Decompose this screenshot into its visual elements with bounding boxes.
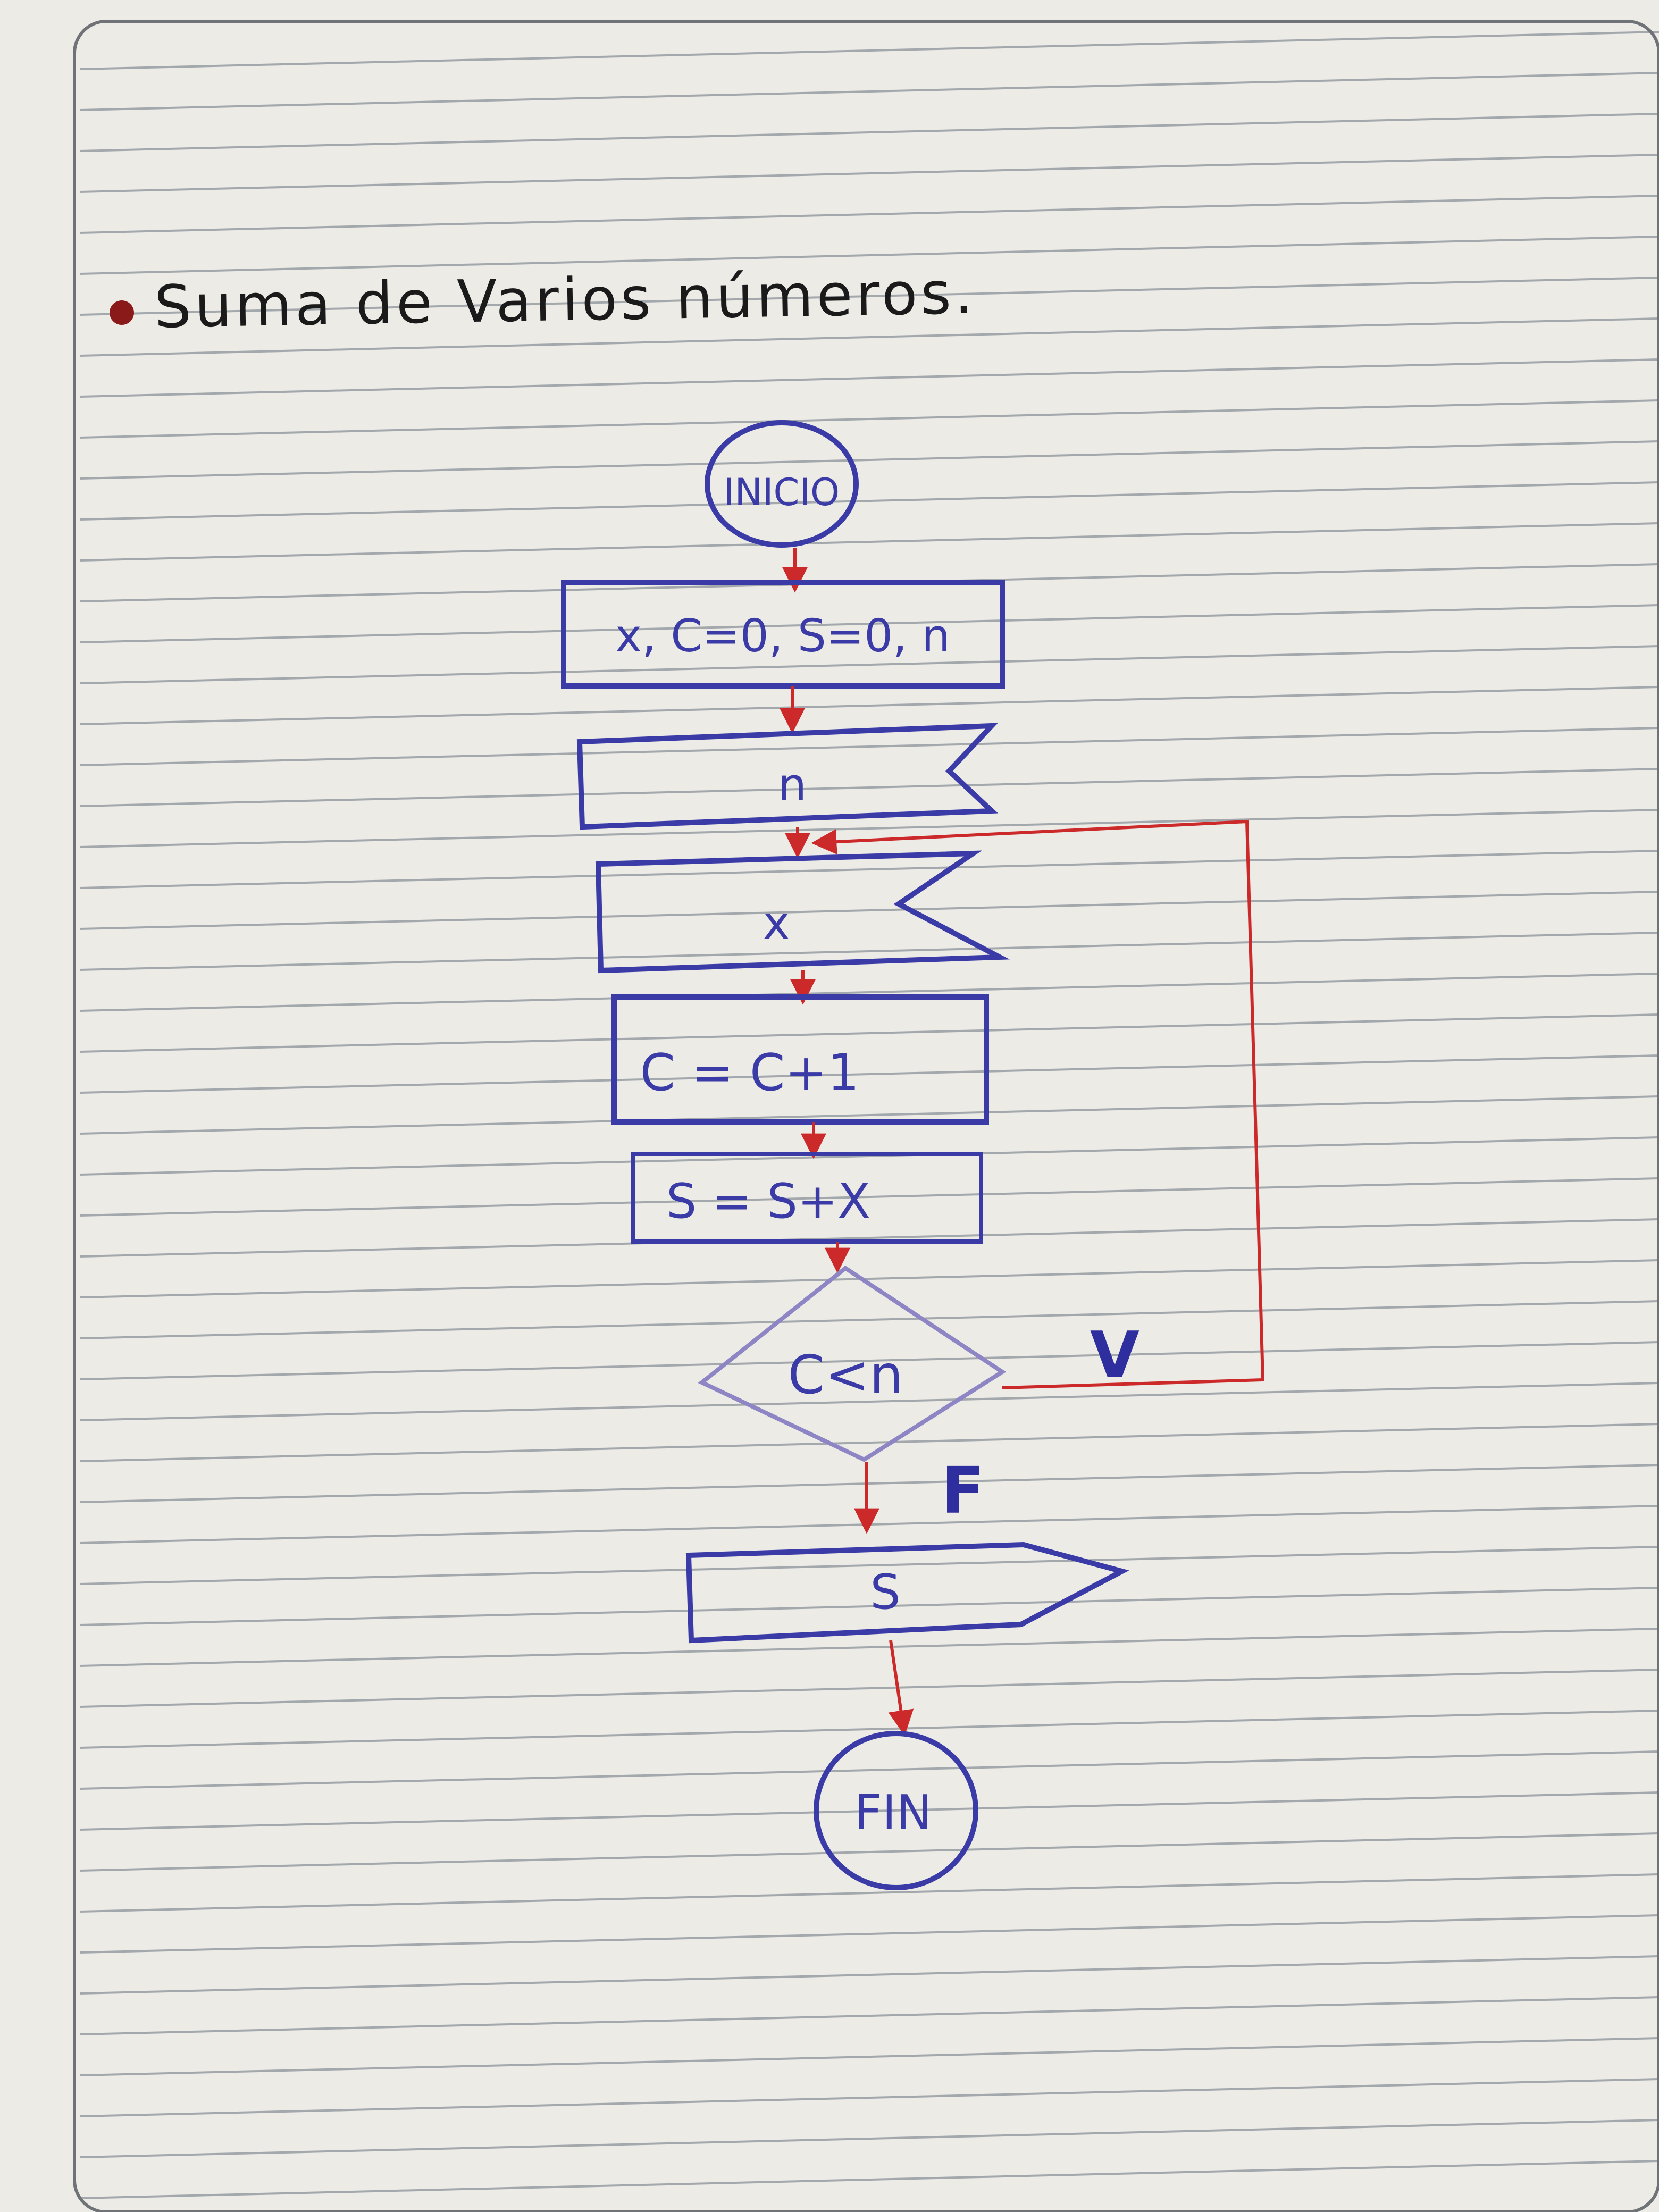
ruled-line [79,1177,1659,1217]
ruled-line [79,850,1659,889]
end-node: FIN [814,1731,978,1890]
ruled-line [79,1710,1659,1749]
ruled-line [79,1832,1659,1872]
ruled-line [79,31,1659,70]
bullet-icon [110,300,134,325]
ruled-line [79,440,1659,480]
ruled-line [79,973,1659,1012]
ruled-line [79,604,1659,643]
output-node: S [685,1541,1129,1644]
init-label: x, C=0, S=0, n [615,610,950,663]
ruled-line [79,72,1659,111]
ruled-line [79,1914,1659,1954]
ruled-line [79,2037,1659,2076]
decision-label: C<n [788,1344,903,1406]
accumulate-label: S = S+X [666,1174,870,1229]
ruled-line [79,809,1659,848]
ruled-line [79,1546,1659,1585]
end-label: FIN [854,1785,932,1841]
ruled-line [79,399,1659,439]
ruled-line [79,2078,1659,2117]
ruled-line [79,481,1659,521]
arrow-output-end [888,1640,914,1736]
ruled-line [79,727,1659,766]
ruled-line [79,236,1659,275]
ruled-line [79,113,1659,152]
ruled-line [79,932,1659,971]
ruled-line [79,195,1659,234]
input-x-node: x [595,850,1010,974]
ruled-line [79,1300,1659,1339]
ruled-line [79,276,1659,316]
ruled-line [79,317,1659,357]
input-x-label: x [763,897,790,950]
ruled-line [79,1791,1659,1831]
false-label: F [941,1454,985,1528]
ruled-line [79,1996,1659,2035]
ruled-line [79,358,1659,398]
ruled-line [79,2119,1659,2158]
true-label: V [1090,1319,1139,1393]
output-label: S [870,1564,900,1620]
page-edge [73,20,1659,2212]
increment-process: C = C+1 [611,994,989,1125]
input-n-label: n [778,759,807,811]
accumulate-process: S = S+X [631,1152,983,1244]
input-n-node: n [576,723,999,830]
ruled-line [79,2160,1659,2199]
ruled-line [79,1587,1659,1626]
ruled-line [79,1341,1659,1380]
ruled-line [79,522,1659,562]
ruled-line [79,1095,1659,1135]
ruled-line [79,1750,1659,1790]
decision-node: C<n [698,1266,1007,1462]
ruled-line [79,1218,1659,1258]
ruled-line [79,1423,1659,1462]
ruled-line [79,891,1659,930]
start-node: INICIO [705,420,859,548]
ruled-line [79,1013,1659,1053]
init-process: x, C=0, S=0, n [561,580,1005,689]
ruled-line [79,154,1659,193]
ruled-line [79,1464,1659,1503]
loop-true-arrow [811,819,1265,1389]
ruled-line [79,686,1659,725]
ruled-line [79,1955,1659,1995]
start-label: INICIO [724,471,840,514]
ruled-line [79,768,1659,807]
ruled-line [79,1259,1659,1298]
ruled-line [79,1382,1659,1421]
ruled-line [79,645,1659,684]
ruled-line [79,1628,1659,1667]
ruled-line [79,1054,1659,1094]
ruled-line [79,1873,1659,1913]
increment-label: C = C+1 [640,1044,860,1102]
ruled-line [79,1669,1659,1708]
